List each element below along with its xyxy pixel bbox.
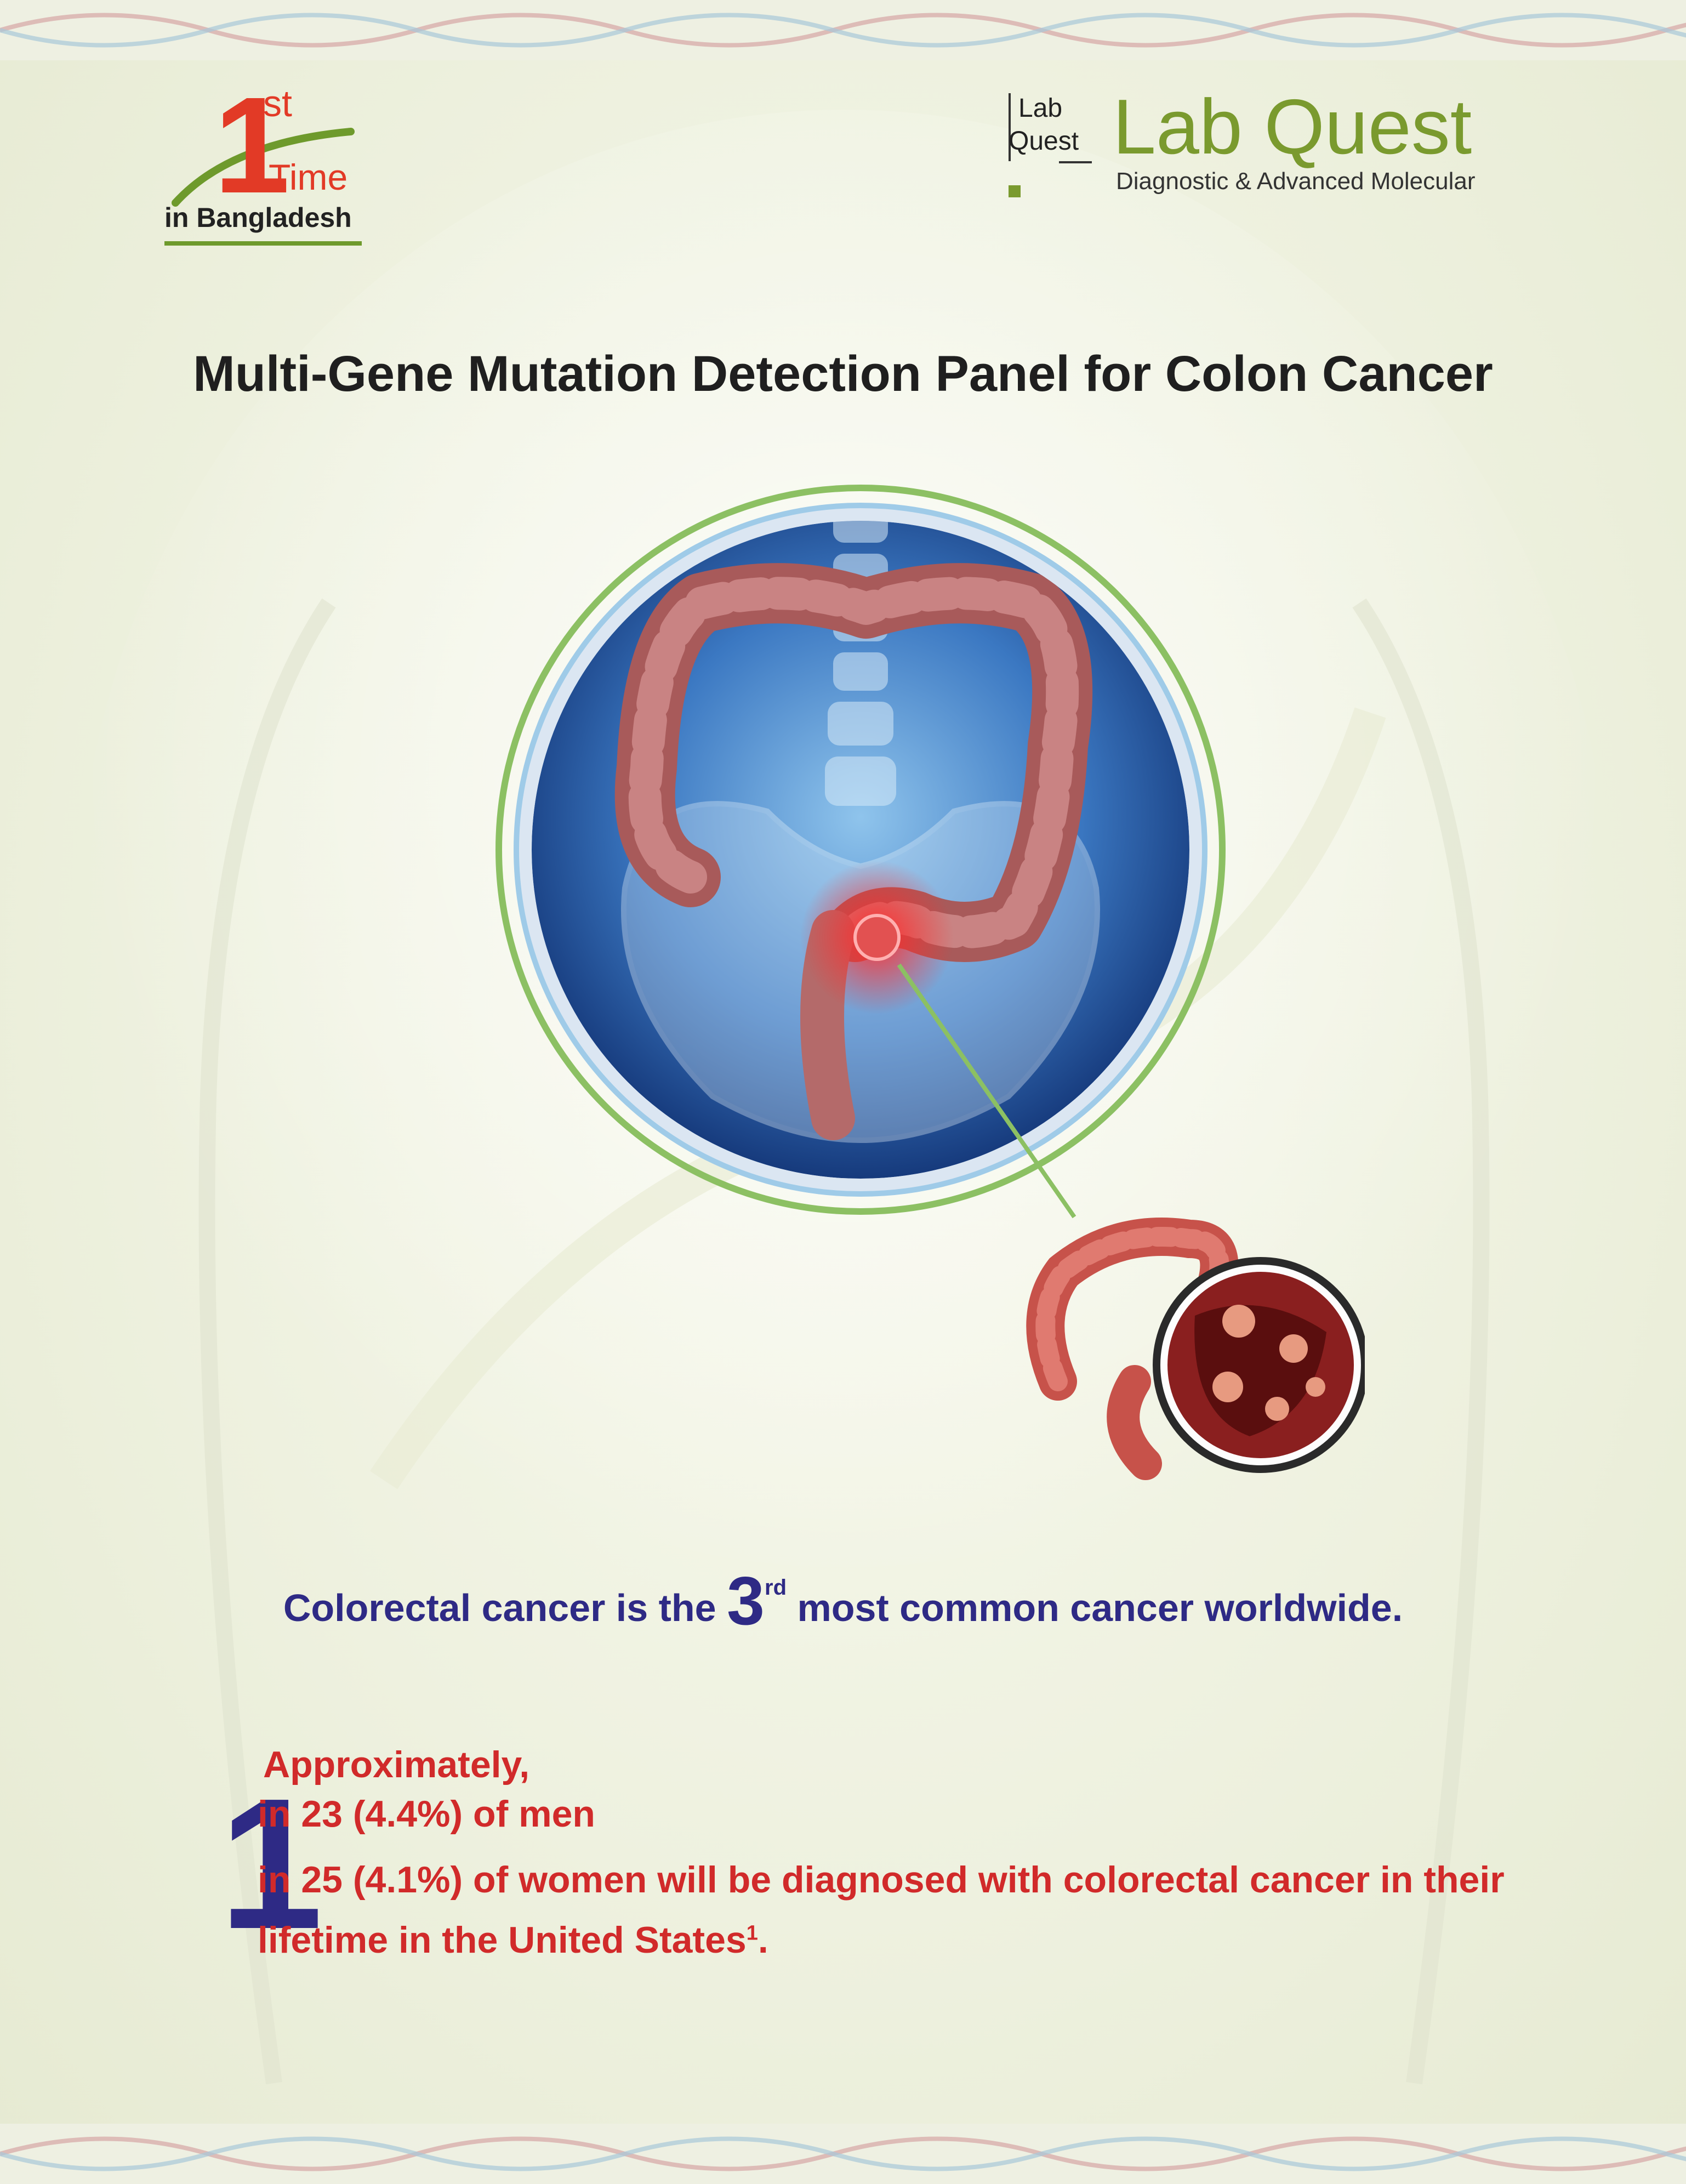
badge-underline — [164, 241, 362, 246]
logo-bracket-horizontal — [1059, 161, 1092, 163]
logo-mark-line2: Quest — [1009, 127, 1079, 156]
stat-line-lifetime: lifetime in the United States1. — [258, 1919, 768, 1961]
logo-mark-line1: Lab — [1018, 94, 1063, 123]
logo-square — [1009, 185, 1021, 197]
stat-line-approximately: Approximately, — [263, 1744, 530, 1785]
badge-location: in Bangladesh — [164, 202, 352, 233]
logo-tagline: Diagnostic & Advanced Molecular — [1116, 168, 1476, 195]
worldwide-fact: Colorectal cancer is the 3rd most common… — [0, 1562, 1686, 1640]
logo-name: Lab Quest — [1113, 83, 1472, 170]
stat-digit: 1 — [219, 1760, 323, 1968]
page-title: Multi-Gene Mutation Detection Panel for … — [193, 346, 1493, 402]
badge-word: Time — [269, 157, 348, 197]
stat-line-men: in 23 (4.4%) of men — [258, 1793, 595, 1835]
stat-line-women: in 25 (4.1%) of women will be diagnosed … — [258, 1859, 1505, 1901]
first-time-badge: 1 st Time in Bangladesh — [164, 77, 373, 258]
fact-rank: 3 — [727, 1563, 765, 1639]
stat-line-lifetime-text: lifetime in the United States — [258, 1919, 747, 1961]
fact-suffix: most common cancer worldwide. — [797, 1586, 1403, 1629]
tumor-closeup-illustration — [1026, 1218, 1365, 1480]
stat-line-lifetime-end: . — [757, 1919, 768, 1961]
dna-band-bottom — [0, 2124, 1686, 2184]
badge-suffix: st — [263, 83, 292, 124]
dna-band-top — [0, 0, 1686, 60]
fact-prefix: Colorectal cancer is the — [283, 1586, 716, 1629]
swoosh-icon — [172, 128, 355, 207]
fact-rank-suffix: rd — [765, 1576, 787, 1600]
logo-bracket-vertical — [1009, 93, 1011, 161]
logo-mark: Lab Quest — [1009, 93, 1096, 197]
colon-anatomy-illustration — [495, 485, 1226, 1219]
badge-number: 1 — [214, 69, 290, 221]
lab-quest-logo: Lab Quest Lab Quest Diagnostic & Advance… — [1009, 83, 1524, 203]
us-statistic: 1 Approximately, in 23 (4.4%) of men in … — [219, 1743, 1535, 1973]
stat-footnote: 1 — [746, 1921, 758, 1945]
